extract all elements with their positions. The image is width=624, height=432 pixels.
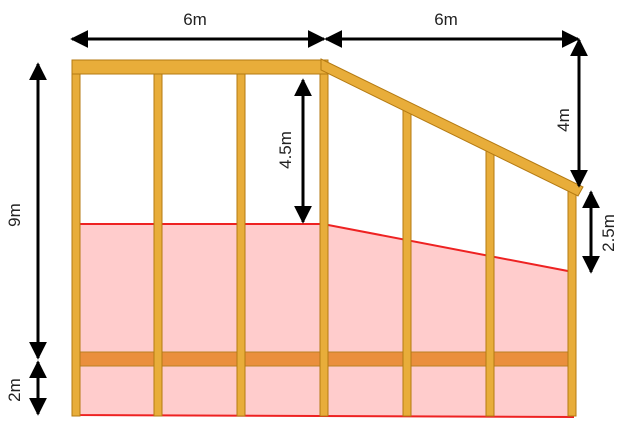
label-bottom-left: 2m [5,378,24,402]
label-right-upper: 4m [554,108,573,132]
dimension-arrows [29,30,600,416]
post-2 [153,64,163,417]
post-4 [319,61,329,417]
label-right-lower: 2.5m [599,214,618,252]
label-middle: 4.5m [276,131,295,169]
post-3 [236,64,246,417]
top-beam-flat [71,59,329,75]
top-beam-sloped [320,58,584,197]
label-top-left: 6m [183,10,207,29]
label-left-height: 9m [5,203,24,227]
post-6 [485,144,495,417]
label-top-right: 6m [434,10,458,29]
post-5 [402,103,412,417]
post-1 [71,61,81,417]
post-7 [567,187,577,417]
